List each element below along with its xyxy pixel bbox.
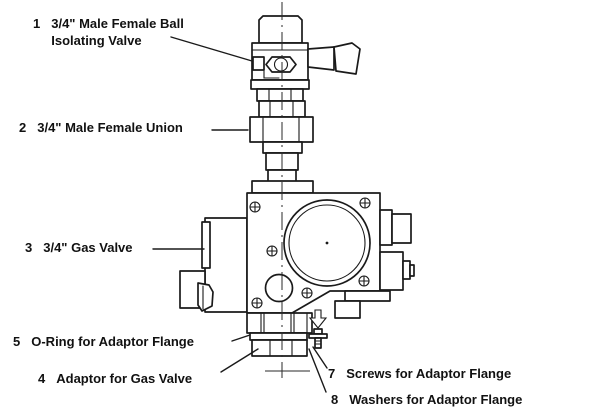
leader-5 <box>231 334 251 342</box>
label-number: 7 <box>328 366 336 381</box>
leader-8 <box>308 348 327 393</box>
label-adaptor: 4 Adaptor for Gas Valve <box>38 370 192 387</box>
label-gas-valve: 3 3/4" Gas Valve <box>25 239 133 256</box>
label-text: Screws for Adaptor Flange <box>346 366 512 381</box>
union-drawing <box>249 100 314 194</box>
label-number: 1 <box>33 16 41 31</box>
label-number: 8 <box>331 392 339 407</box>
leader-4 <box>220 348 259 373</box>
label-text: 3/4" Gas Valve <box>43 240 133 255</box>
screw-washer-drawing <box>308 328 328 349</box>
adaptor-hex <box>251 339 308 357</box>
label-o-ring: 5 O-Ring for Adaptor Flange <box>13 333 194 350</box>
label-number: 2 <box>19 120 27 135</box>
leader-7 <box>312 346 328 369</box>
label-text: 3/4" Male Female Union <box>37 120 183 135</box>
label-text: O-Ring for Adaptor Flange <box>31 334 194 349</box>
label-screws: 7 Screws for Adaptor Flange <box>328 365 511 382</box>
label-text: Isolating Valve <box>51 33 142 48</box>
adaptor-flange-drawing <box>246 312 313 357</box>
o-ring-lip <box>249 332 308 341</box>
leader-lines <box>152 36 328 393</box>
leader-1 <box>170 36 253 62</box>
screw-shank-shape <box>314 337 322 349</box>
flow-arrow-icon <box>308 309 328 329</box>
label-number: 3 <box>25 240 33 255</box>
label-ball-isolating-valve: 1 3/4" Male Female Ball Isolating Valve <box>33 15 184 49</box>
label-union: 2 3/4" Male Female Union <box>19 119 183 136</box>
label-text: Washers for Adaptor Flange <box>349 392 523 407</box>
centerline <box>265 2 310 378</box>
label-number: 4 <box>38 371 46 386</box>
label-washers: 8 Washers for Adaptor Flange <box>331 391 522 408</box>
label-number: 5 <box>13 334 21 349</box>
label-text: Adaptor for Gas Valve <box>56 371 193 386</box>
label-text: 3/4" Male Female Ball <box>51 16 184 31</box>
gas-valve-drawing <box>179 192 415 319</box>
ball-valve-drawing <box>250 15 361 102</box>
body-screw-icons <box>249 197 371 309</box>
